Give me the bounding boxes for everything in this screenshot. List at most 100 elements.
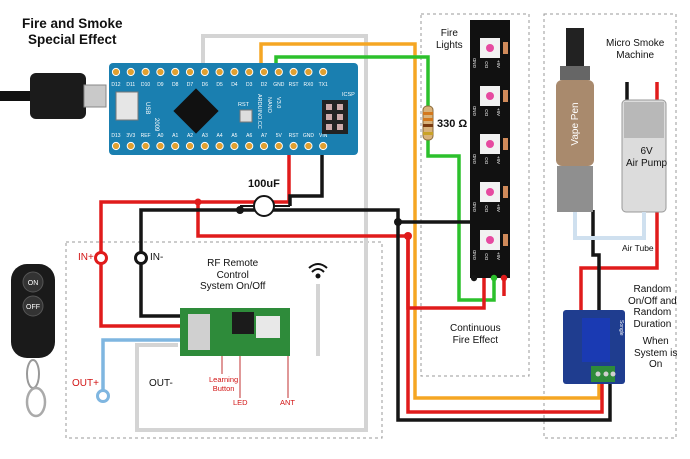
vape-pen: Vape Pen	[556, 28, 594, 212]
out-plus-label: OUT+	[72, 378, 99, 389]
led-pin-label: DO	[484, 157, 489, 164]
black-wire-vape	[591, 210, 601, 310]
arduino-bottom-pin	[245, 141, 254, 151]
gray-wire	[135, 34, 368, 432]
arduino-top-pin-label: D8	[172, 82, 179, 88]
arduino-bottom-pin-label: A0	[157, 133, 163, 139]
arduino-top-pin-label: GND	[273, 82, 285, 88]
arduino-top-pin	[274, 67, 283, 77]
fire-lights-label: Fire Lights	[436, 28, 463, 51]
arduino-top-pin	[245, 67, 254, 77]
led-pin-label: A5+	[496, 203, 501, 212]
led-label: LED	[233, 398, 248, 407]
arduino-bottom-pin-label: 3V3	[126, 133, 135, 139]
arduino-bottom-pin	[111, 141, 121, 151]
arduino-bottom-pin	[289, 141, 298, 151]
led-chip-core	[486, 236, 494, 244]
resistor	[422, 105, 434, 141]
random-4: Duration	[633, 318, 672, 330]
blue-wire-out-plus	[101, 338, 180, 396]
ant-label: ANT	[280, 398, 295, 407]
red-wire-5v	[99, 145, 291, 328]
arduino-top-pin-label: D5	[216, 82, 223, 88]
arduino-bottom-pin-label: A2	[187, 133, 193, 139]
led-pin-label: DO	[484, 61, 489, 68]
when-on-label: When System is On	[634, 336, 677, 371]
fire-lights-1: Fire	[440, 28, 458, 39]
strip-connector	[500, 274, 508, 282]
arduino-top-pin	[200, 67, 209, 77]
arduino-top-pin-label: D10	[141, 82, 150, 88]
in-plus-label: IN+	[78, 252, 94, 263]
arduino-bottom-pin	[274, 141, 283, 151]
diagram-title: Fire and Smoke Special Effect	[22, 16, 123, 47]
rf-pointer-lines	[221, 356, 289, 398]
arduino-top-pin-label: D12	[111, 82, 120, 88]
arduino-chip	[173, 88, 219, 134]
junction-red	[404, 232, 412, 240]
title-line-1: Fire and Smoke	[22, 16, 123, 31]
continuous-2: Fire Effect	[452, 334, 498, 346]
arduino-usb-port	[115, 91, 139, 121]
rf-module	[180, 308, 290, 356]
fire-lights-2: Lights	[436, 39, 463, 51]
usb-cable	[0, 73, 107, 119]
arduino-bottom-pin	[319, 141, 328, 151]
arduino-bottom-pin	[141, 141, 150, 151]
arduino-top-pin	[304, 67, 313, 77]
led-pin-label: GND	[472, 57, 477, 68]
capacitor	[236, 195, 290, 217]
remote-keyfob: ON OFF	[11, 264, 55, 418]
arduino-bottom-pin	[215, 141, 224, 151]
arduino-top-pin	[156, 67, 165, 77]
arduino-top-pin	[171, 67, 180, 77]
arduino-bottom-pin-label: A4	[217, 133, 223, 139]
rf-section-box	[65, 241, 383, 439]
arduino-top-pin	[141, 67, 150, 77]
air-pump	[621, 99, 667, 213]
out-plus-terminal	[96, 389, 110, 403]
led-resistor	[503, 234, 508, 246]
rf-remote-3: System On/Off	[200, 281, 266, 292]
led-chip-core	[486, 188, 494, 196]
air-pump-2: Air Pump	[626, 157, 668, 169]
junction-red-2	[194, 198, 202, 206]
arduino-bottom-pin-label: A1	[172, 133, 178, 139]
arduino-bottom-pin	[126, 141, 135, 151]
arduino-top-pin-label: TX1	[319, 82, 328, 88]
random-label: Random On/Off and Random Duration	[628, 284, 677, 330]
arduino-top-pin-label: D11	[126, 82, 135, 88]
vape-pen-label: Vape Pen	[570, 102, 581, 145]
arduino-top-pin	[289, 67, 298, 77]
led-chip-core	[486, 140, 494, 148]
remote-on-label: ON	[28, 280, 39, 287]
learning-button-label: Learning Button	[209, 375, 238, 393]
arduino-bottom-pin-label: RST	[289, 133, 299, 139]
arduino-top-pin	[111, 67, 121, 77]
wifi-icon	[308, 263, 328, 279]
learning-2: Button	[212, 383, 235, 393]
arduino-name-1: ARDUINO.CC	[256, 94, 262, 129]
arduino-bottom-pin	[259, 141, 269, 151]
led-pin-label: DO	[484, 205, 489, 212]
led-pin-label: A5+	[496, 155, 501, 164]
arduino-top-pin-label: D6	[202, 82, 209, 88]
led-pin-label: DO	[484, 253, 489, 260]
arduino-top-pin-label: D3	[246, 82, 253, 88]
arduino-bottom-pin-label: D13	[111, 133, 120, 139]
arduino-bottom-pin-label: A5	[231, 133, 237, 139]
led-chip-core	[486, 92, 494, 100]
arduino-top-pin-label: RX0	[304, 82, 314, 88]
rf-remote-2: Control	[216, 269, 249, 281]
led-pin-label: DO	[484, 109, 489, 116]
arduino-reset-button	[239, 109, 253, 123]
red-wire-relay	[406, 236, 604, 414]
arduino-name-2: NANO	[266, 97, 272, 114]
arduino-bottom-pin-label: REF	[141, 133, 151, 139]
arduino-top-pin	[259, 67, 269, 77]
junction-black	[394, 218, 402, 226]
arduino-bottom-pin-label: 5V	[276, 133, 283, 139]
